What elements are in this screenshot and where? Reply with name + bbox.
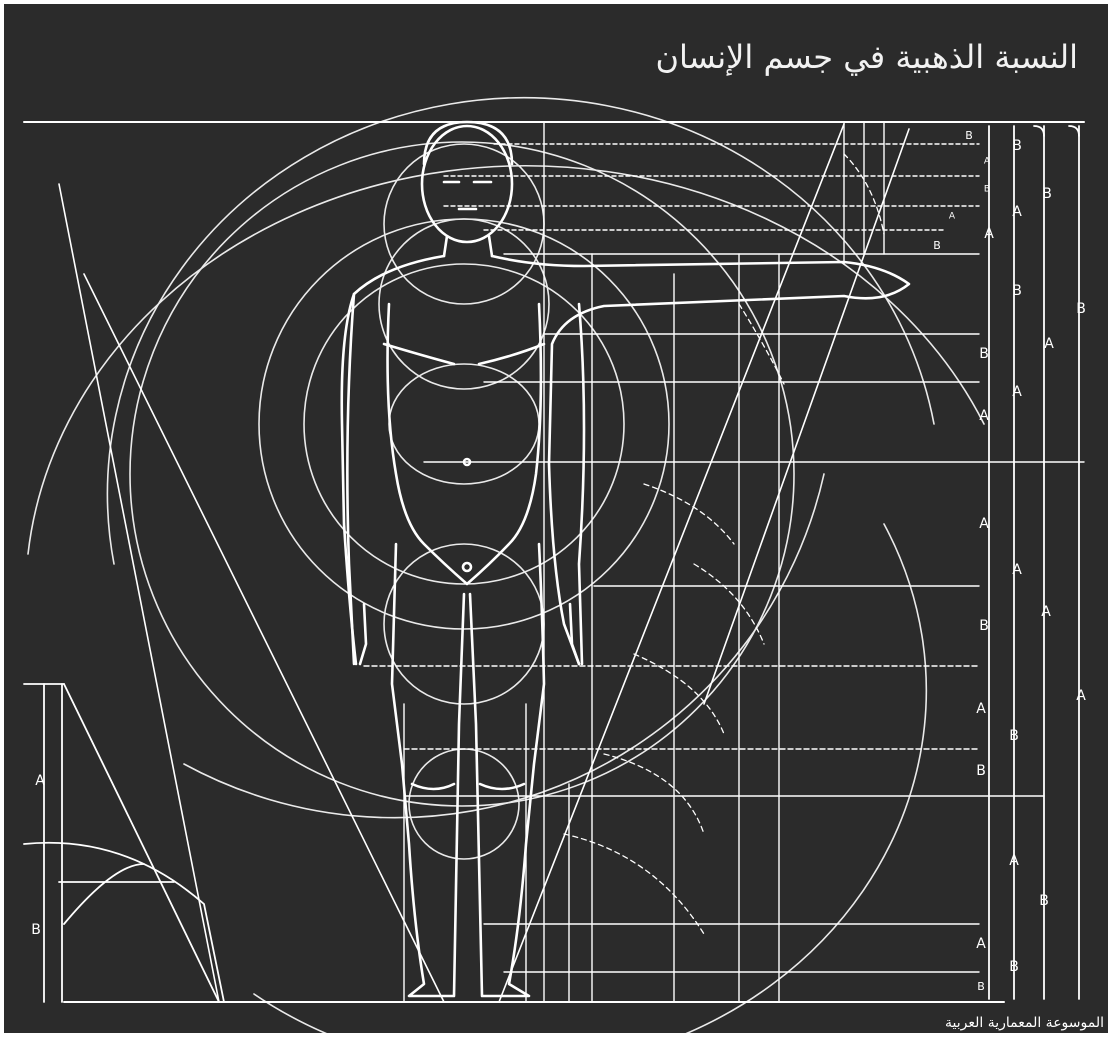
- label-col4-0: B: [1076, 301, 1086, 317]
- label-col1-10: B: [976, 763, 986, 779]
- label-col1-11: A: [976, 936, 986, 952]
- label-col2-7: A: [1009, 853, 1019, 869]
- left-scale: [24, 684, 224, 1002]
- label-col3-2: A: [1041, 604, 1051, 620]
- diagram-frame: B A B A B B A A B A B A B B A A B A A B …: [4, 4, 1108, 1033]
- horizontal-guides: [364, 144, 1084, 972]
- left-scale-label-a: A: [35, 773, 45, 789]
- source-credit: الموسوعة المعمارية العربية: [945, 1015, 1104, 1031]
- golden-ratio-diagram: B A B A B B A A B A B A B B A A B A A B …: [4, 4, 1108, 1033]
- left-scale-label-b: B: [31, 922, 41, 938]
- label-col1-6: A: [979, 408, 989, 424]
- label-col3-4: B: [1039, 893, 1049, 909]
- proportion-arcs: [28, 98, 984, 1033]
- label-col2-6: B: [1009, 728, 1019, 744]
- page-title: النسبة الذهبية في جسم الإنسان: [655, 38, 1078, 76]
- measurement-brackets: [989, 126, 1079, 999]
- label-col1-4: B: [933, 239, 941, 252]
- label-col3-3: A: [1076, 688, 1086, 704]
- label-col2-2: A: [984, 226, 994, 242]
- label-col1-3: A: [949, 212, 956, 222]
- label-col2-3: B: [1012, 283, 1022, 299]
- label-col1-0: B: [965, 129, 973, 142]
- label-col3-0: B: [1042, 186, 1052, 202]
- label-col2-4: A: [1012, 384, 1022, 400]
- label-col1-9: A: [976, 701, 986, 717]
- human-figure: [342, 122, 909, 996]
- label-col1-7: A: [979, 516, 989, 532]
- label-col2-5: A: [1012, 562, 1022, 578]
- label-col1-5: B: [979, 346, 989, 362]
- label-col3-1: A: [1044, 336, 1054, 352]
- label-col1-2: B: [984, 185, 990, 195]
- label-col2-1: A: [1012, 204, 1022, 220]
- label-col2-0: B: [1012, 138, 1022, 154]
- label-col1-12: B: [977, 980, 985, 993]
- label-col1-8: B: [979, 618, 989, 634]
- label-col2-8: B: [1009, 959, 1019, 975]
- label-col1-1: A: [984, 157, 991, 167]
